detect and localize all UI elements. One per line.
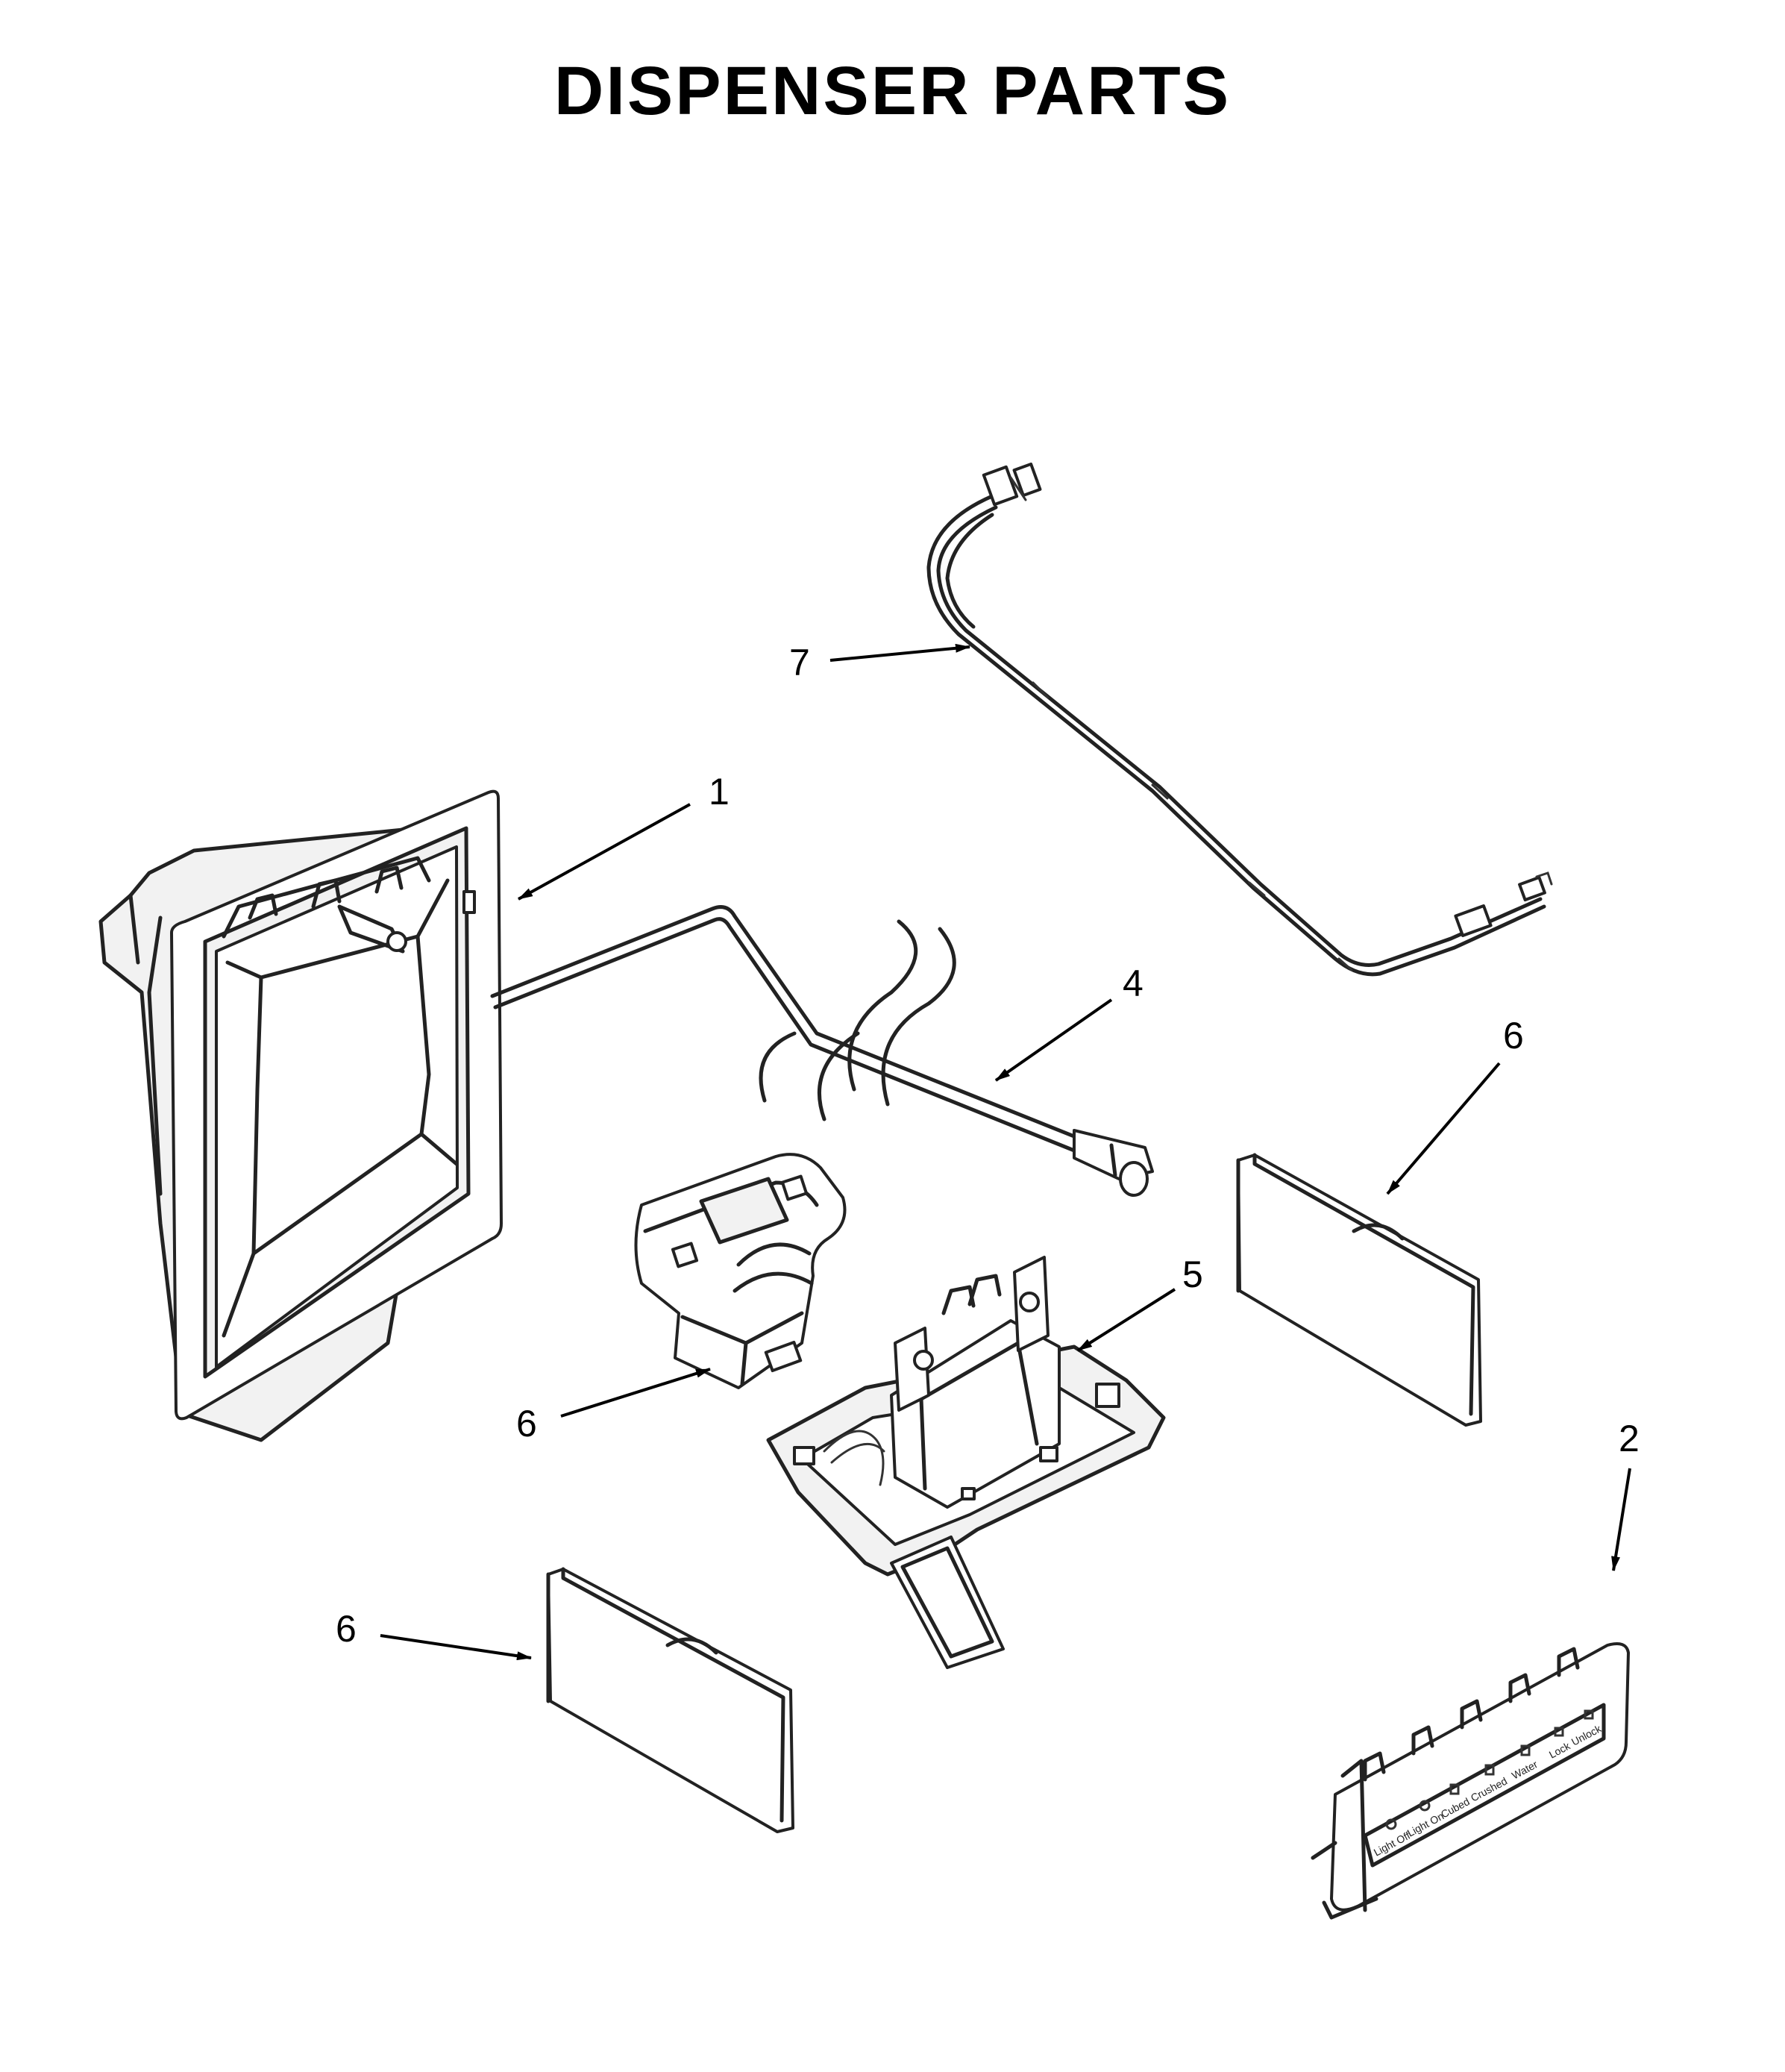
side-trim-right-part <box>1236 1153 1482 1427</box>
callout-7-label: 7 <box>789 642 810 683</box>
dispenser-housing-part <box>98 789 503 1442</box>
page-title: DISPENSER PARTS <box>553 53 1232 129</box>
side-trim-left-part <box>546 1567 794 1833</box>
callout-2-leader <box>1611 1468 1631 1571</box>
dispenser-lever-assembly-part <box>766 1256 1166 1669</box>
callout-1-label: 1 <box>709 771 730 813</box>
callout-6b-leader <box>380 1634 532 1661</box>
callout-4-leader <box>1076 1288 1176 1352</box>
callout-2-label: 2 <box>1619 1418 1640 1459</box>
callout-7-leader <box>829 643 970 662</box>
callout-5-label: 6 <box>516 1403 537 1445</box>
callout-6a-leader <box>1386 1062 1501 1195</box>
callout-5-leader <box>560 1368 711 1418</box>
callout-3-label: 4 <box>1123 963 1144 1004</box>
callout-1-leader <box>518 803 691 901</box>
callout-6b-label: 6 <box>336 1608 357 1650</box>
callouts: 7 1 4 6 5 6 2 6 <box>336 642 1640 1661</box>
water-tube-part <box>490 905 1154 1197</box>
control-panel-part: Light Off Light On Cubed Crushed Water L… <box>1311 1642 1630 1920</box>
chute-door-part <box>634 1153 847 1389</box>
callout-6a-label: 6 <box>1503 1015 1524 1057</box>
callout-3-leader <box>994 998 1113 1082</box>
wire-harness-part <box>926 462 1553 977</box>
callout-4-label: 5 <box>1182 1253 1203 1295</box>
